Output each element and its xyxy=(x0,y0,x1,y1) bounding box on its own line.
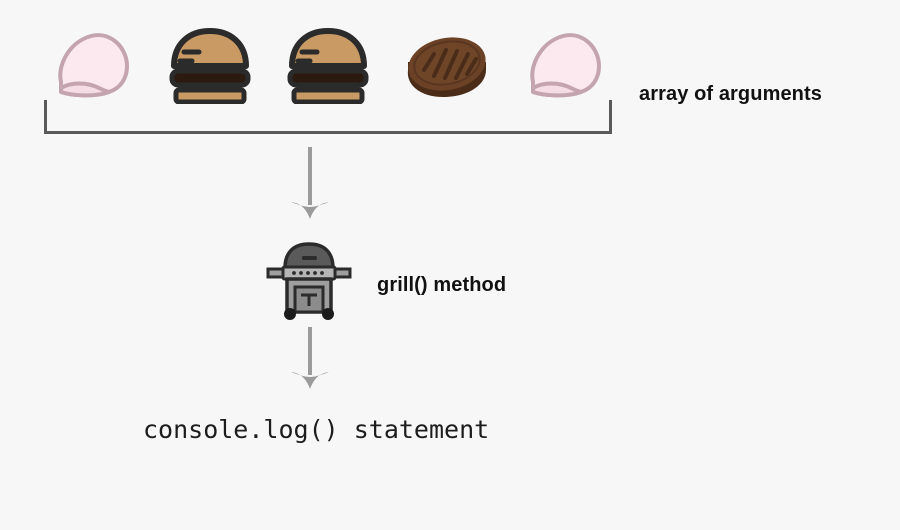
array-of-arguments-label: array of arguments xyxy=(639,83,822,105)
grill-method-label: grill() method xyxy=(377,274,507,296)
array-bracket xyxy=(44,100,612,134)
array-items-row xyxy=(44,26,612,104)
hamburger-icon xyxy=(169,28,251,104)
steak-icon xyxy=(407,37,486,98)
hamburger-icon xyxy=(287,28,369,104)
pork-chop-icon xyxy=(530,33,601,98)
array-item-pork-chop-1 xyxy=(44,26,140,104)
arrow-down-icon xyxy=(291,327,329,389)
array-item-steak xyxy=(398,26,494,104)
arrow-down-icon xyxy=(291,147,329,219)
array-item-hamburger-1 xyxy=(162,26,258,104)
bbq-grill-icon xyxy=(266,238,352,329)
grill-illustration xyxy=(266,242,352,320)
array-item-pork-chop-2 xyxy=(516,26,612,104)
arrow-array-to-grill xyxy=(288,145,332,230)
arrow-grill-to-console xyxy=(288,325,332,400)
array-item-hamburger-2 xyxy=(280,26,376,104)
pork-chop-icon xyxy=(58,33,129,98)
console-log-statement-label: console.log() statement xyxy=(143,415,490,444)
